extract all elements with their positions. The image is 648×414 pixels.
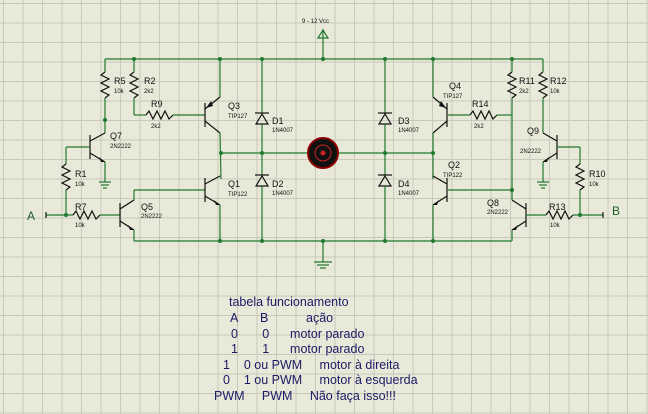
r9-label: R9 <box>151 99 163 109</box>
q1-part: TIP122 <box>228 192 248 198</box>
diode-d4[interactable] <box>377 174 393 187</box>
d3-part: 1N4007 <box>398 128 420 134</box>
transistor-q3[interactable] <box>204 59 222 180</box>
q8-part: 2N2222 <box>487 210 509 216</box>
resistor-r11[interactable] <box>506 71 518 99</box>
table-header-acao: ação <box>306 311 334 325</box>
junction-dots <box>64 57 582 243</box>
resistor-r7[interactable] <box>72 209 101 221</box>
r5-label: R5 <box>114 76 126 86</box>
input-b-label: B <box>612 204 620 218</box>
table-title: tabela funcionamento <box>229 295 349 309</box>
r10-value: 10k <box>589 182 600 188</box>
q9-part: 2N2222 <box>520 149 542 155</box>
r1-value: 10k <box>75 182 86 188</box>
r7-label: R7 <box>75 202 87 212</box>
q3-label: Q3 <box>228 101 240 111</box>
d1-part: 1N4007 <box>272 128 294 134</box>
table-row: PWM PWM Não faça isso!!! <box>214 389 396 403</box>
d1-label: D1 <box>272 116 284 126</box>
resistor-r10[interactable] <box>574 163 586 191</box>
r10-label: R10 <box>589 169 606 179</box>
transistor-q8[interactable] <box>511 199 527 231</box>
transistor-q7[interactable] <box>89 132 106 163</box>
r12-value: 10k <box>550 89 561 95</box>
r13-value: 10k <box>550 223 561 229</box>
vcc-terminal[interactable] <box>316 28 330 59</box>
diode-d3[interactable] <box>377 112 393 125</box>
resistor-r9[interactable] <box>145 109 174 121</box>
q9-label: Q9 <box>527 126 539 136</box>
q5-part: 2N2222 <box>141 214 163 220</box>
table-row: 0 0 motor parado <box>231 327 365 341</box>
d3-label: D3 <box>398 116 410 126</box>
r12-label: R12 <box>550 76 567 86</box>
q3-part: TIP127 <box>228 114 248 120</box>
d2-part: 1N4007 <box>272 191 294 197</box>
transistor-q2[interactable] <box>432 175 448 241</box>
table-header-a: A <box>230 311 239 325</box>
q4-part: TIP127 <box>443 94 463 100</box>
table-row: 1 0 ou PWM motor à direita <box>223 358 400 372</box>
r11-label: R11 <box>519 76 535 86</box>
ground-q9 <box>537 181 549 189</box>
transistor-q5[interactable] <box>119 199 135 231</box>
q2-label: Q2 <box>448 160 460 170</box>
resistor-r5[interactable] <box>99 71 111 99</box>
vcc-label: 9 - 12 Vcc <box>302 19 329 25</box>
r9-value: 2k2 <box>151 124 161 130</box>
table-row: 0 1 ou PWM motor à esquerda <box>223 373 418 387</box>
resistor-r14[interactable] <box>469 109 498 121</box>
d2-label: D2 <box>272 179 284 189</box>
q8-label: Q8 <box>487 198 499 208</box>
ground-q7 <box>99 181 111 189</box>
q1-label: Q1 <box>228 179 240 189</box>
r2-label: R2 <box>144 76 156 86</box>
transistor-q1[interactable] <box>204 175 221 241</box>
q2-part: TIP122 <box>443 173 463 179</box>
resistor-r2[interactable] <box>128 71 140 99</box>
r13-label: R13 <box>549 202 566 212</box>
diode-d2[interactable] <box>254 174 270 187</box>
transistor-q9[interactable] <box>542 132 558 163</box>
motor[interactable] <box>307 137 339 169</box>
table-row: 1 1 motor parado <box>231 342 365 356</box>
r5-value: 10k <box>114 89 125 95</box>
r14-label: R14 <box>472 99 489 109</box>
d4-label: D4 <box>398 179 410 189</box>
ground-symbol <box>314 241 332 269</box>
q7-part: 2N2222 <box>110 144 132 150</box>
r11-value: 2k2 <box>519 89 529 95</box>
resistor-r13[interactable] <box>545 209 574 221</box>
r14-value: 2k2 <box>474 124 484 130</box>
resistor-r12[interactable] <box>537 71 549 99</box>
r2-value: 2k2 <box>144 89 154 95</box>
transistor-q4[interactable] <box>432 59 448 179</box>
q4-label: Q4 <box>449 81 461 91</box>
r7-value: 10k <box>75 223 86 229</box>
r1-label: R1 <box>75 169 87 179</box>
d4-part: 1N4007 <box>398 191 420 197</box>
diode-d1[interactable] <box>254 112 270 125</box>
resistor-r1[interactable] <box>60 163 72 191</box>
table-header-b: B <box>260 311 269 325</box>
input-a-label: A <box>27 209 35 223</box>
q7-label: Q7 <box>110 131 122 141</box>
q5-label: Q5 <box>141 202 153 212</box>
